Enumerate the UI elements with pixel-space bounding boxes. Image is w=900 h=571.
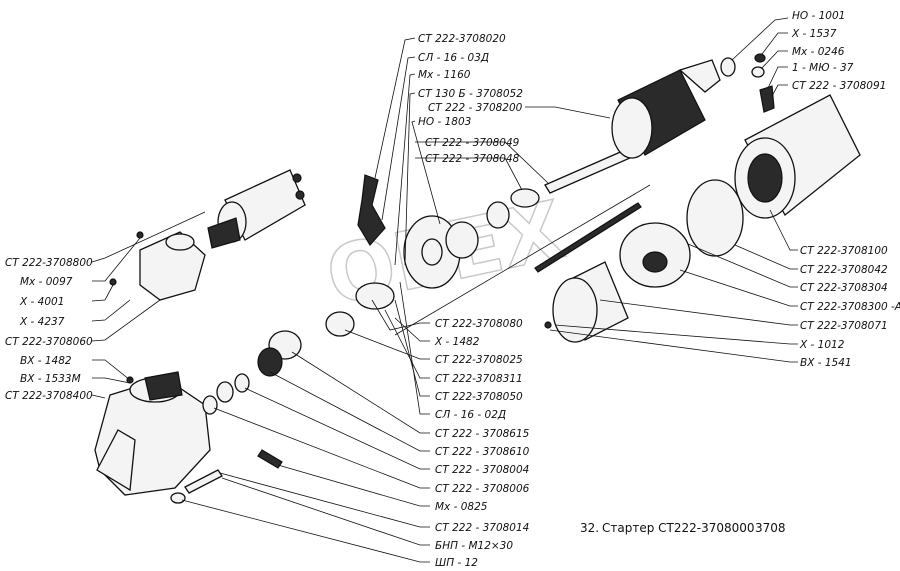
clutch-spring-set xyxy=(325,188,540,337)
through-bolt-2 xyxy=(394,184,651,336)
label-bnp-m12x30: БНП - М12×30 xyxy=(435,540,513,552)
label-st222-3708060: СТ 222-3708060 xyxy=(5,336,93,348)
label-st222-3708006: СТ 222 - 3708006 xyxy=(435,483,530,495)
label-st222-3708014: СТ 222 - 3708014 xyxy=(435,522,529,534)
labels-right: СТ 222-3708100 СТ 222-3708042 СТ 222-370… xyxy=(799,245,900,369)
label-st222-3708049: СТ 222 - 3708049 xyxy=(425,137,520,149)
labels-left: СТ 222-3708800 Мх - 0097 Х - 4001 Х - 42… xyxy=(5,257,93,402)
through-bolt xyxy=(534,202,642,273)
caption-title: Стартер СТ222-3708000 xyxy=(602,521,755,535)
label-sl-16-03d: СЛ - 16 - 03Д xyxy=(418,52,489,64)
label-x-1537: Х - 1537 xyxy=(791,28,837,40)
label-st222-3708020: СТ 222-3708020 xyxy=(418,33,506,45)
label-x-4001: Х - 4001 xyxy=(19,296,64,308)
label-st222-3708615: СТ 222 - 3708615 xyxy=(435,428,530,440)
label-1-myu-37: 1 - МЮ - 37 xyxy=(792,62,854,74)
label-mx-0246: Мх - 0246 xyxy=(792,46,845,58)
label-st222-3708300-a: СТ 222-3708300 -А xyxy=(800,301,900,313)
label-st222-3708311: СТ 222-3708311 xyxy=(435,373,523,385)
commutator-end-cover xyxy=(619,222,691,288)
screw-left-2 xyxy=(109,278,117,286)
label-st222-3708304: СТ 222-3708304 xyxy=(800,282,888,294)
label-st222-3708025: СТ 222-3708025 xyxy=(435,354,523,366)
screw-right xyxy=(544,321,552,329)
label-shp-12: ШП - 12 xyxy=(435,557,478,569)
labels-top-center: СТ 222-3708020 СЛ - 16 - 03Д Мх - 1160 С… xyxy=(418,33,523,165)
bolt-m12 xyxy=(170,449,283,504)
label-mx-0825: Мх - 0825 xyxy=(435,501,488,513)
drive-end-housing xyxy=(94,371,211,496)
relay-lever-housing xyxy=(139,231,206,301)
intermediate-bearing-disc xyxy=(403,215,461,289)
label-st222-3708048: СТ 222 - 3708048 xyxy=(425,153,520,165)
shift-fork xyxy=(357,174,386,247)
labels-top-right: НО - 1001 Х - 1537 Мх - 0246 1 - МЮ - 37… xyxy=(791,10,886,92)
gasket-ring xyxy=(686,179,744,257)
labels-bottom-center: СТ 222-3708080 Х - 1482 СТ 222-3708025 С… xyxy=(434,318,530,569)
label-st130b-3708052: СТ 130 Б - 3708052 xyxy=(418,88,523,100)
label-no-1803: НО - 1803 xyxy=(418,116,471,128)
caption-number: 32. xyxy=(580,521,599,535)
label-mx-1160: Мх - 1160 xyxy=(418,69,471,81)
leader-lines xyxy=(91,17,798,563)
label-x-1012: Х - 1012 xyxy=(799,339,845,351)
label-sl-16-02d: СЛ - 16 - 02Д xyxy=(435,409,506,421)
label-vx-1482: ВХ - 1482 xyxy=(20,355,72,367)
label-st222-3708100: СТ 222-3708100 xyxy=(800,245,888,257)
label-st222-3708800: СТ 222-3708800 xyxy=(5,257,93,269)
caption-page: 3708 xyxy=(755,521,786,535)
starter-parts xyxy=(94,53,861,504)
solenoid-relay xyxy=(207,169,306,249)
top-washers xyxy=(720,53,775,113)
label-mx-0097: Мх - 0097 xyxy=(20,276,73,288)
field-housing xyxy=(734,94,861,219)
label-st222-3708071: СТ 222-3708071 xyxy=(800,320,888,332)
label-vx-1533m: ВХ - 1533М xyxy=(20,373,81,385)
figure-caption: 32. Стартер СТ222-3708000 3708 xyxy=(580,521,786,535)
label-st222-3708050: СТ 222-3708050 xyxy=(435,391,523,403)
label-st222-3708042: СТ 222-3708042 xyxy=(800,264,888,276)
screw-left xyxy=(136,231,144,239)
label-st222-3708091: СТ 222 - 3708091 xyxy=(792,80,886,92)
label-st222-3708200: СТ 222 - 3708200 xyxy=(428,102,523,114)
label-x-4237: Х - 4237 xyxy=(19,316,65,328)
armature xyxy=(544,59,721,194)
label-vx-1541: ВХ - 1541 xyxy=(800,357,852,369)
label-st222-3708400: СТ 222-3708400 xyxy=(5,390,93,402)
label-st222-3708610: СТ 222 - 3708610 xyxy=(435,446,530,458)
label-no-1001: НО - 1001 xyxy=(792,10,845,22)
label-st222-3708004: СТ 222 - 3708004 xyxy=(435,464,529,476)
label-x-1482: Х - 1482 xyxy=(434,336,480,348)
drive-pinion xyxy=(202,330,302,415)
label-st222-3708080: СТ 222-3708080 xyxy=(435,318,523,330)
